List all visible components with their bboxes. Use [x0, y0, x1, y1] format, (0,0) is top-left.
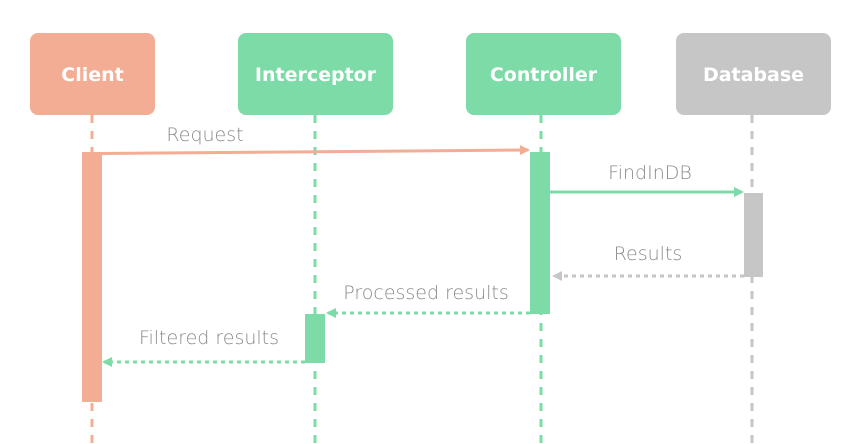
filtered-results-label: Filtered results: [139, 327, 279, 349]
message-filtered-results: Filtered results: [102, 327, 305, 367]
participant-client-label: Client: [61, 64, 123, 86]
participant-database-label: Database: [703, 64, 804, 86]
participant-controller-label: Controller: [490, 64, 598, 86]
findindb-label: FindInDB: [608, 162, 692, 184]
participant-client: Client: [30, 33, 155, 115]
request-label: Request: [166, 124, 243, 146]
interceptor-activation: [305, 314, 325, 363]
participant-interceptor: Interceptor: [238, 33, 393, 115]
controller-activation: [530, 152, 550, 314]
participant-database: Database: [676, 33, 831, 115]
message-request: Request: [101, 124, 530, 156]
participant-interceptor-label: Interceptor: [255, 64, 377, 86]
participant-controller: Controller: [466, 33, 621, 115]
processed-results-label: Processed results: [343, 282, 509, 304]
client-activation: [82, 152, 102, 402]
request-arrow: [101, 145, 530, 156]
results-label: Results: [614, 243, 683, 265]
message-processed-results: Processed results: [326, 282, 530, 318]
message-results: Results: [552, 243, 744, 281]
message-findindb: FindInDB: [550, 162, 744, 197]
database-activation: [744, 193, 763, 277]
